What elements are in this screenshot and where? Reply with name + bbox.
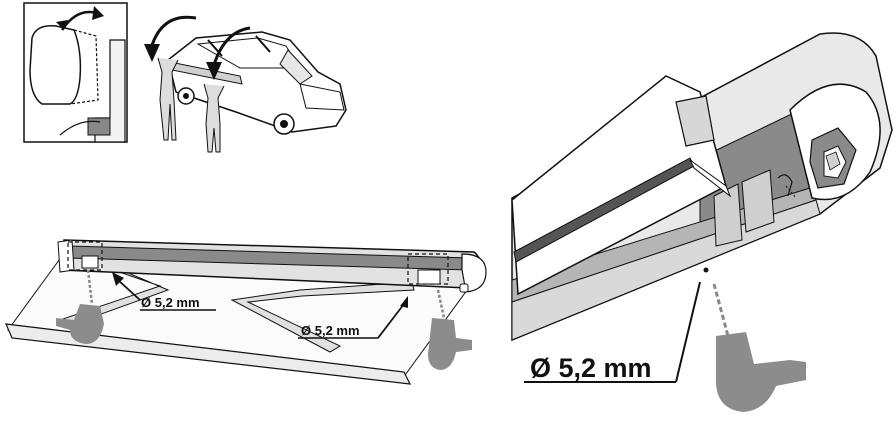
drill-label-large: Ø 5,2 mm [524,281,701,383]
drill-label-left: Ø 5,2 mm [112,272,216,311]
rotation-arrow-icon [144,15,251,80]
awning-assembly-left [5,239,487,385]
drill-size-label: Ø 5,2 mm [141,295,200,310]
person-icon [157,57,225,153]
drill-hole [703,267,709,273]
inset-panel [23,2,128,143]
van-icon [159,31,347,135]
end-cap [29,25,82,105]
drill-label-middle: Ø 5,2 mm [298,296,408,339]
drill-size-label: Ø 5,2 mm [301,323,360,338]
drill-size-label-large: Ø 5,2 mm [530,353,652,383]
drill-icon [428,289,472,370]
drill-icon [56,269,104,344]
cassette-closeup [511,32,893,342]
cover-flip-arrow-icon [56,6,104,31]
drill-icon [712,283,806,412]
